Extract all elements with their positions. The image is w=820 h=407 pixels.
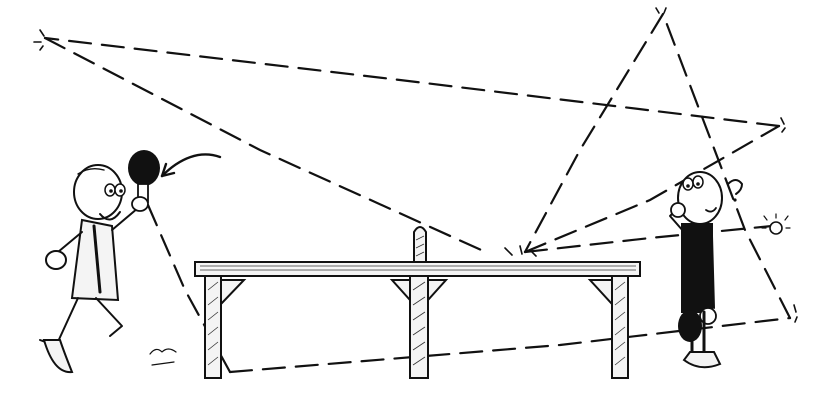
impact-mark-bottomright xyxy=(793,304,798,323)
impact-marks xyxy=(33,7,798,323)
table-leg-right xyxy=(611,275,629,379)
table-net xyxy=(413,226,427,263)
paddle xyxy=(128,150,160,212)
impact-mark-table xyxy=(504,245,537,257)
trajectory-segment xyxy=(43,36,492,256)
trajectory-segment xyxy=(523,124,781,254)
right-player-paddle xyxy=(678,310,702,342)
left-player xyxy=(39,150,160,374)
impact-mark-topleft xyxy=(33,29,45,51)
impact-mark-top xyxy=(655,7,667,14)
trajectory-segment xyxy=(523,12,665,254)
table-legs xyxy=(204,275,629,379)
ball-trajectory xyxy=(43,12,792,374)
left-player-body xyxy=(39,207,139,374)
table-leg-middle xyxy=(409,275,429,379)
trajectory-segment xyxy=(43,36,781,128)
artist-signature xyxy=(149,348,177,366)
trajectory-segment xyxy=(523,224,774,254)
table-top xyxy=(194,261,641,277)
right-player xyxy=(669,171,743,369)
ping-pong-ball xyxy=(761,213,791,235)
motion-arrow xyxy=(160,153,222,178)
left-player-head xyxy=(73,164,126,221)
trajectory-segment xyxy=(228,316,792,374)
question-mark-icon xyxy=(727,179,743,202)
ping-pong-table xyxy=(194,226,641,379)
right-player-body xyxy=(669,202,722,369)
trajectory-segment xyxy=(661,12,792,320)
right-player-head xyxy=(677,171,723,225)
table-leg-left xyxy=(204,275,222,379)
impact-mark-right xyxy=(780,117,786,133)
